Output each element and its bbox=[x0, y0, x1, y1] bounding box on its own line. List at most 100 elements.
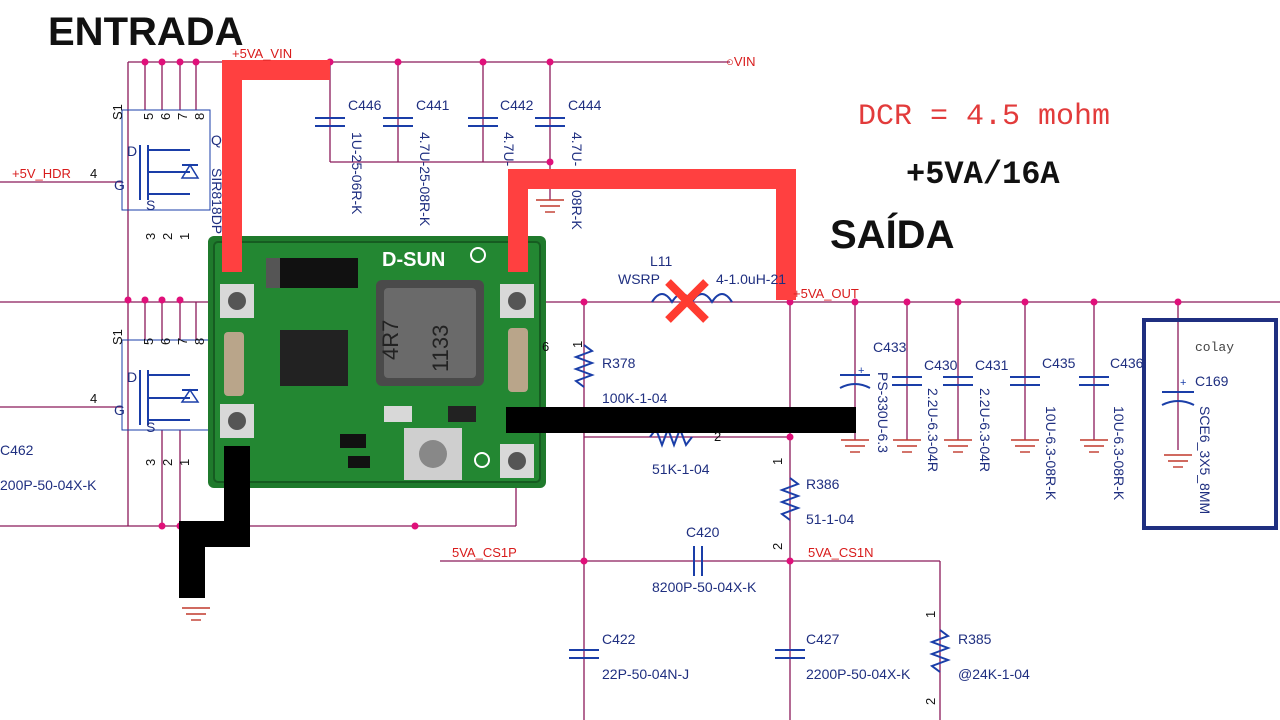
red-input-wire bbox=[222, 60, 330, 272]
c462-value-partial: 200P-50-04X-K bbox=[0, 477, 97, 493]
q-part-partial: SIR818DP bbox=[209, 168, 225, 234]
c431-value: 2.2U-6.3-04R bbox=[977, 388, 993, 472]
r386-pin1: 1 bbox=[770, 458, 785, 465]
output-capacitor-symbols: + bbox=[839, 365, 1109, 389]
colay-box bbox=[1142, 318, 1278, 530]
cross-icon bbox=[665, 279, 709, 323]
r386-ref: R386 bbox=[806, 476, 840, 492]
g-label-bottom: G bbox=[114, 402, 125, 418]
l11-value-tail: 4-1.0uH-21 bbox=[716, 271, 786, 287]
r385-value: @24K-1-04 bbox=[958, 666, 1030, 682]
c436-ref: C436 bbox=[1110, 355, 1144, 371]
rating-note: +5VA/16A bbox=[906, 156, 1060, 193]
c169-value: SCE6_3X5_8MM bbox=[1197, 406, 1213, 514]
c431-ref: C431 bbox=[975, 357, 1009, 373]
r385-pin2: 2 bbox=[923, 698, 938, 705]
d-label-bottom: D bbox=[127, 369, 137, 385]
c422-value: 22P-50-04N-J bbox=[602, 666, 689, 682]
pin1-top: 1 bbox=[177, 233, 192, 240]
c444-value-tail: 08R-K bbox=[569, 190, 585, 230]
net-cs1n: 5VA_CS1N bbox=[808, 545, 874, 560]
bottom-capacitor-symbols bbox=[569, 546, 805, 659]
black-gnd-wire-left bbox=[179, 446, 250, 598]
pin5-bottom: 5 bbox=[141, 338, 156, 345]
pin6-bottom: 6 bbox=[158, 338, 173, 345]
r386-value: 51-1-04 bbox=[806, 511, 854, 527]
r378-ref: R378 bbox=[602, 355, 636, 371]
c462-ref-partial: C462 bbox=[0, 442, 34, 458]
r386-pin2: 2 bbox=[770, 543, 785, 550]
c427-ref: C427 bbox=[806, 631, 840, 647]
dcr-note: DCR = 4.5 mohm bbox=[858, 100, 1110, 134]
d-label-top: D bbox=[127, 143, 137, 159]
pin2-bottom: 2 bbox=[160, 459, 175, 466]
r-mid-value: 51K-1-04 bbox=[652, 461, 710, 477]
r-mid-pin2: 2 bbox=[714, 429, 721, 444]
net-hdr: +5V_HDR bbox=[12, 166, 71, 181]
resistor-r386 bbox=[779, 477, 801, 521]
r385-ref: R385 bbox=[958, 631, 992, 647]
net-vin-label: VIN bbox=[734, 54, 756, 69]
resistor-r378 bbox=[573, 344, 595, 388]
c446-value: 1U-25-06R-K bbox=[349, 132, 365, 215]
s-label-bottom: S bbox=[146, 419, 155, 435]
resistor-r385 bbox=[929, 629, 951, 673]
pin8-bottom: 8 bbox=[192, 338, 207, 345]
net-vin-rail: +5VA_VIN bbox=[232, 46, 292, 61]
pin7-top: 7 bbox=[175, 113, 190, 120]
c427-value: 2200P-50-04X-K bbox=[806, 666, 911, 682]
module-brand: D-SUN bbox=[382, 249, 445, 271]
svg-text:+: + bbox=[858, 365, 864, 377]
heading-saida: SAÍDA bbox=[830, 212, 954, 257]
c444-ref: C444 bbox=[568, 97, 602, 113]
s1-label-top: S1 bbox=[110, 104, 125, 120]
c435-ref: C435 bbox=[1042, 355, 1076, 371]
c433-value: PS-330U-6.3 bbox=[875, 372, 891, 453]
ground-icon bbox=[536, 199, 564, 213]
c436-value: 10U-6.3-08R-K bbox=[1111, 406, 1127, 501]
s-label-top: S bbox=[146, 197, 155, 213]
colay-title: colay bbox=[1195, 340, 1234, 355]
pin7-bottom: 7 bbox=[175, 338, 190, 345]
q-label: Q bbox=[211, 132, 222, 148]
pin3-bottom: 3 bbox=[143, 459, 158, 466]
c435-value: 10U-6.3-08R-K bbox=[1043, 406, 1059, 501]
l11-ref: L11 bbox=[650, 253, 673, 269]
pin5-top: 5 bbox=[141, 113, 156, 120]
pin3-top: 3 bbox=[143, 233, 158, 240]
red-output-wire bbox=[508, 169, 796, 300]
heading-entrada: ENTRADA bbox=[48, 10, 244, 54]
pin4-bottom: 4 bbox=[90, 391, 97, 406]
c441-ref: C441 bbox=[416, 97, 450, 113]
net-vout: +5VA_OUT bbox=[793, 286, 859, 301]
pin8-top: 8 bbox=[192, 113, 207, 120]
c442-ref: C442 bbox=[500, 97, 534, 113]
mosfet-q-top bbox=[121, 109, 211, 211]
c169-ref: C169 bbox=[1195, 373, 1229, 389]
r385-pin1: 1 bbox=[923, 611, 938, 618]
c442-value: 4.7U- bbox=[501, 132, 517, 167]
c420-value: 8200P-50-04X-K bbox=[652, 579, 757, 595]
module-edge-pin6: 6 bbox=[542, 339, 549, 354]
c430-ref: C430 bbox=[924, 357, 958, 373]
buck-module-photo: 4R7 1133 D-SUN bbox=[208, 236, 546, 488]
c420-ref: C420 bbox=[686, 524, 720, 540]
c433-ref: C433 bbox=[873, 339, 907, 355]
input-capacitor-symbols bbox=[315, 117, 565, 127]
c430-value: 2.2U-6.3-04R bbox=[925, 388, 941, 472]
r378-pin1: 1 bbox=[570, 341, 585, 348]
pin6-top: 6 bbox=[158, 113, 173, 120]
l11-value: WSRP bbox=[618, 271, 660, 287]
c446-ref: C446 bbox=[348, 97, 382, 113]
g-label-top: G bbox=[114, 177, 125, 193]
ground-icons-output bbox=[182, 439, 1192, 621]
c441-value: 4.7U-25-08R-K bbox=[417, 132, 433, 227]
pin4-top: 4 bbox=[90, 166, 97, 181]
pin2-top: 2 bbox=[160, 233, 175, 240]
c422-ref: C422 bbox=[602, 631, 636, 647]
net-vin: ○VIN bbox=[726, 54, 756, 69]
net-cs1p: 5VA_CS1P bbox=[452, 545, 517, 560]
pin1-bottom: 1 bbox=[177, 459, 192, 466]
mosfet-q-bottom bbox=[121, 339, 211, 431]
